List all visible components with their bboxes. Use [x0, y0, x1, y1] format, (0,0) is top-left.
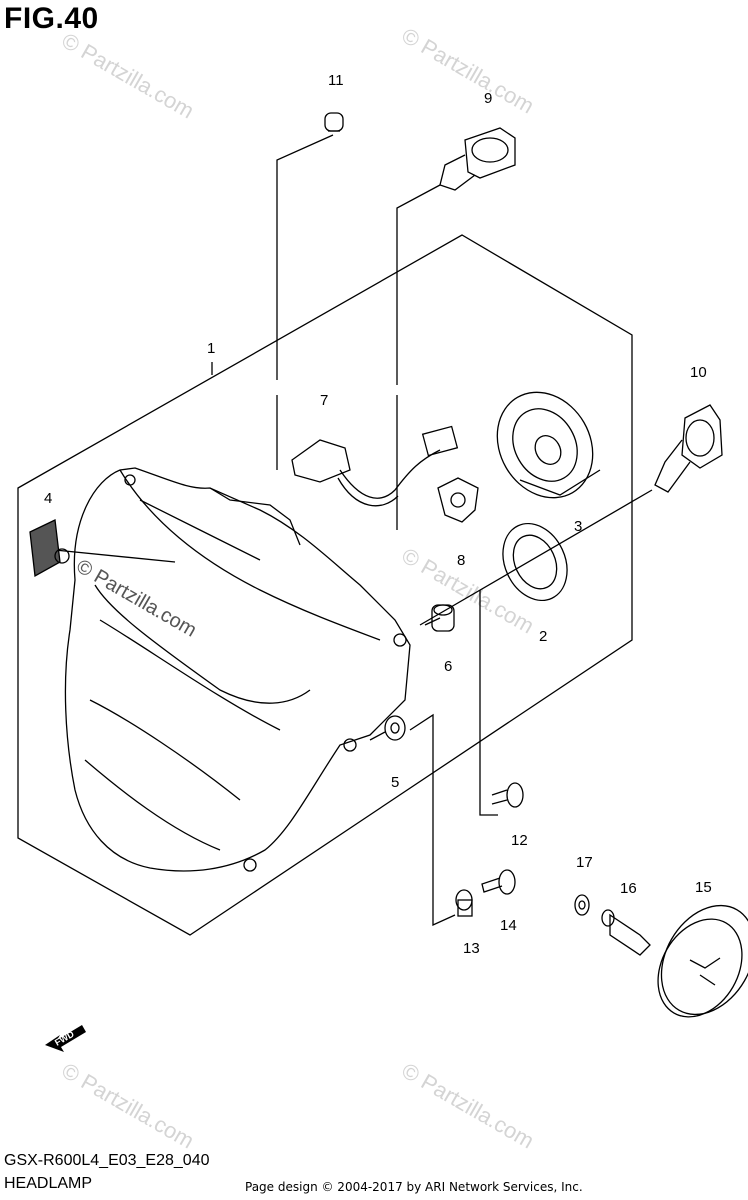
bulb-cover-icon [496, 391, 601, 499]
figure-name: HEADLAMP [4, 1175, 93, 1192]
cap-icon [657, 904, 748, 1018]
leader-5-13 [409, 713, 456, 927]
callout-6: 6 [444, 658, 452, 675]
watermark: © Partzilla.com [58, 1058, 199, 1154]
watermarks: © Partzilla.com © Partzilla.com © Partzi… [58, 23, 539, 1154]
callout-13: 13 [463, 940, 480, 957]
figure-code: GSX-R600L4_E03_E28_040 [4, 1152, 210, 1169]
washer-icon [574, 894, 590, 916]
leader-9 [396, 184, 441, 530]
collar-icon [455, 889, 473, 917]
callouts: 1 2 3 4 5 6 7 8 9 10 11 12 13 14 15 16 1… [44, 72, 712, 957]
callout-16: 16 [620, 880, 637, 897]
assembly-box [17, 234, 633, 936]
watermark: © Partzilla.com [398, 543, 539, 639]
leader-10 [419, 489, 653, 626]
socket-harness-icon [291, 425, 459, 507]
bulb-9-icon [439, 127, 516, 191]
callout-15: 15 [695, 879, 712, 896]
watermark: © Partzilla.com [73, 555, 201, 641]
callout-8: 8 [457, 552, 465, 569]
callout-17: 17 [576, 854, 593, 871]
screw-12-icon [491, 782, 524, 808]
callout-1: 1 [207, 340, 215, 357]
connector-icon [437, 477, 479, 523]
callout-7: 7 [320, 392, 328, 409]
leader-12 [479, 590, 498, 816]
watermark: © Partzilla.com [398, 1058, 539, 1154]
callout-10: 10 [690, 364, 707, 381]
callout-9: 9 [484, 90, 492, 107]
reflector-patch [29, 519, 61, 578]
headlamp-housing [64, 467, 411, 872]
callout-14: 14 [500, 917, 517, 934]
cushion-icon [431, 604, 455, 632]
leader-11 [276, 134, 334, 470]
callout-11: 11 [328, 72, 344, 89]
watermark: © Partzilla.com [398, 23, 539, 119]
callout-5: 5 [391, 774, 399, 791]
boot-ring-icon [502, 522, 568, 602]
copyright-notice: Page design © 2004-2017 by ARI Network S… [245, 1180, 583, 1194]
watermark: © Partzilla.com [58, 28, 199, 124]
spacer-icon [601, 909, 651, 956]
screw-14-icon [481, 869, 516, 895]
wedge-bulb-icon [324, 112, 344, 132]
callout-2: 2 [539, 628, 547, 645]
figure-title: FIG.40 [4, 2, 99, 35]
grommet-icon [384, 715, 406, 741]
callout-12: 12 [511, 832, 528, 849]
bulb-10-icon [654, 404, 723, 493]
callout-3: 3 [574, 518, 582, 535]
callout-4: 4 [44, 490, 52, 507]
fwd-arrow-icon: FWD [45, 1025, 86, 1052]
